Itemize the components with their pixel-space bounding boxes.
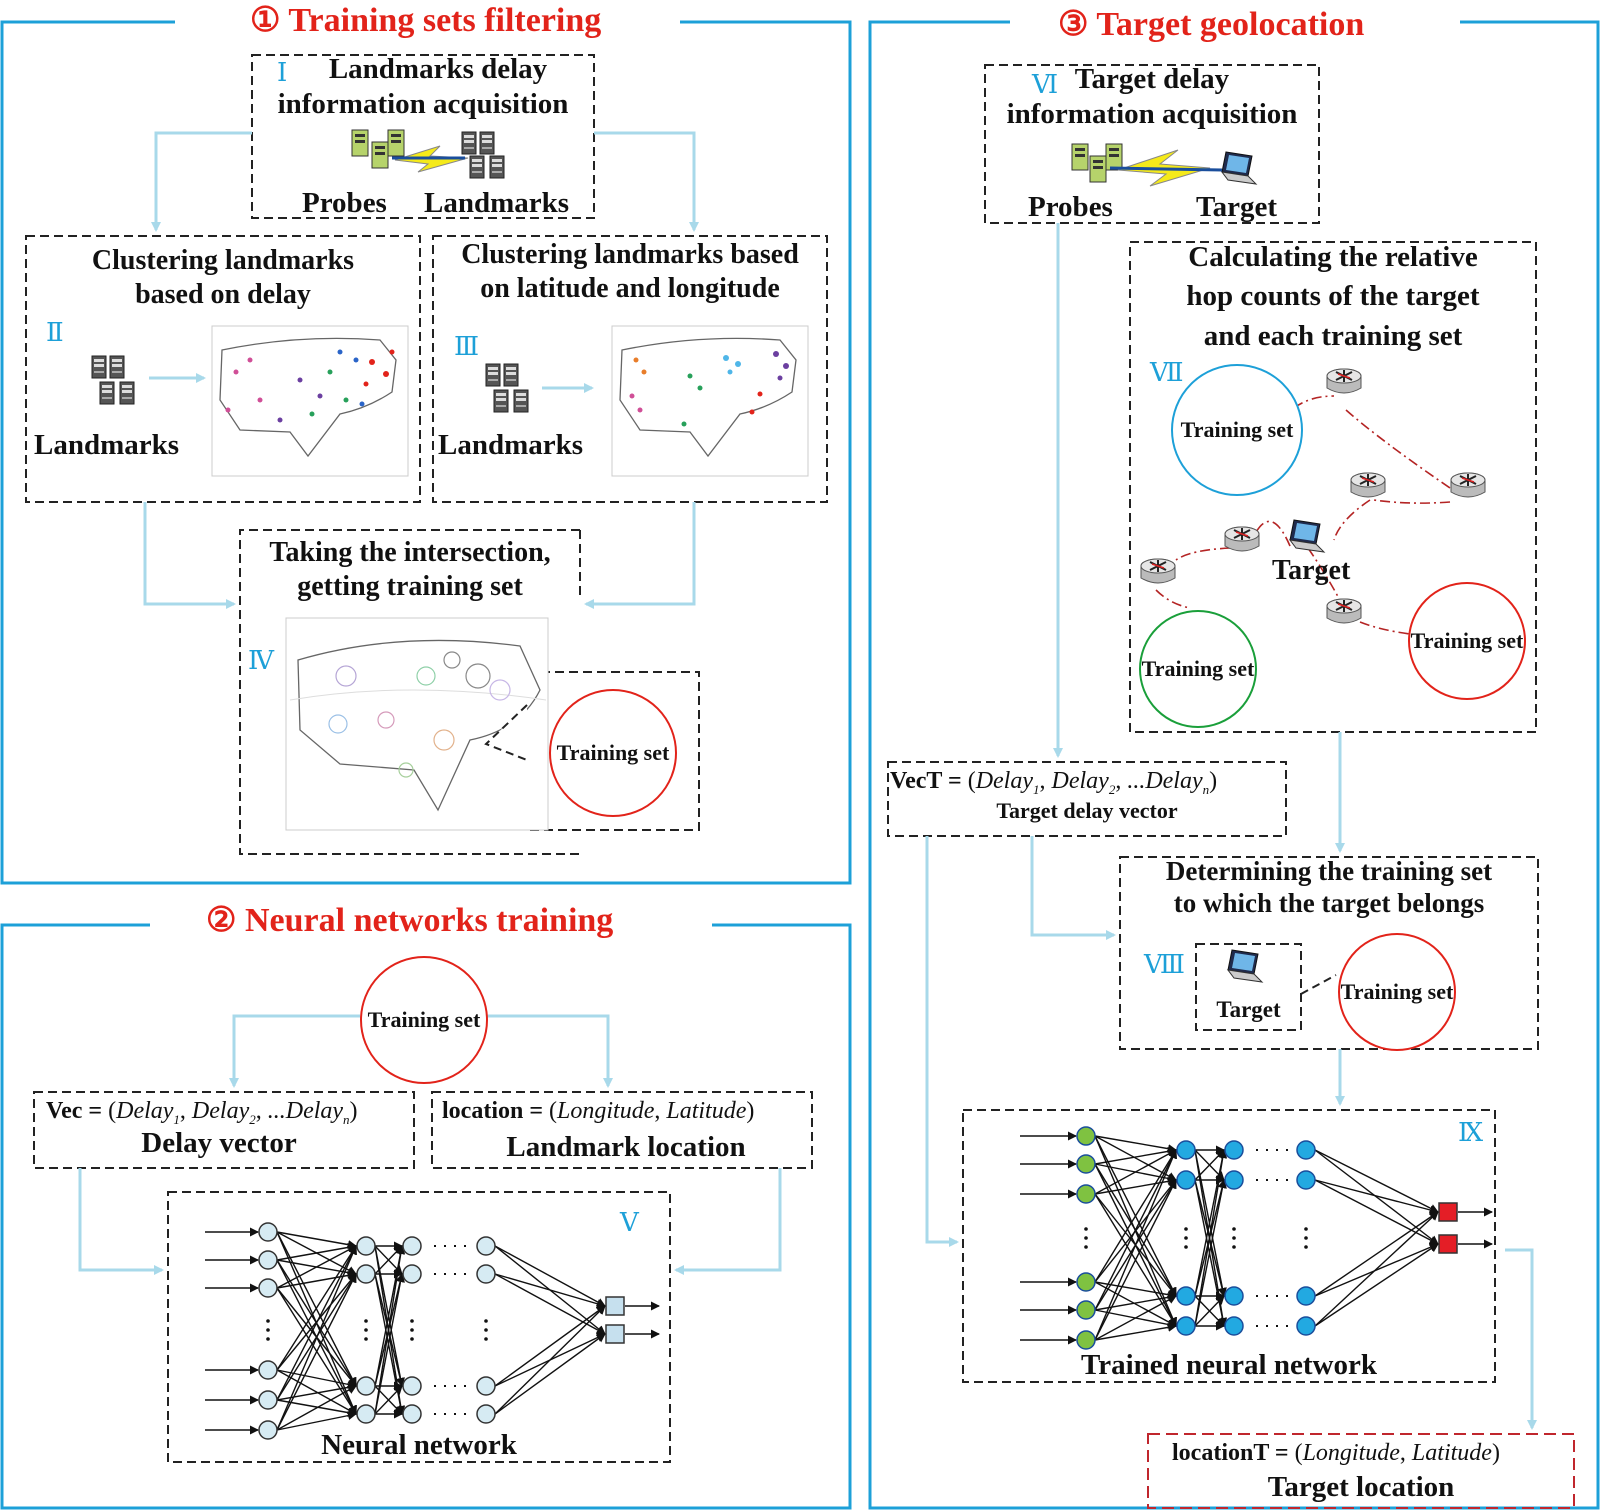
step-ix-caption: Trained neural network	[1081, 1349, 1377, 1381]
step-iv-numeral: Ⅳ	[248, 646, 274, 675]
step-i-numeral: Ⅰ	[277, 58, 288, 87]
training-set-circle-blue: Training set	[1171, 364, 1303, 496]
section-title-geolocation: ③ Target geolocation	[1048, 4, 1375, 44]
location-formula: location = (Longitude, Latitude)	[442, 1098, 755, 1124]
step-ix-numeral: Ⅸ	[1458, 1118, 1484, 1147]
map-geo-clusters	[611, 325, 809, 477]
step-viii-target: Target	[1216, 997, 1281, 1022]
locationt-caption: Target location	[1267, 1471, 1455, 1503]
landmarks-label: Landmarks	[424, 187, 570, 219]
callout-pointer	[484, 704, 528, 761]
step-iii-numeral: Ⅲ	[454, 332, 480, 361]
step-vi-numeral: Ⅵ	[1032, 70, 1059, 99]
step-v-numeral: Ⅴ	[620, 1208, 639, 1237]
location-caption: Landmark location	[506, 1131, 746, 1163]
section-title-training: ② Neural networks training	[196, 900, 624, 940]
neural-network-trained	[1020, 1126, 1493, 1350]
probes-label-vi: Probes	[1028, 191, 1113, 223]
training-set-circle-iv: Training set	[549, 689, 677, 817]
probe-target-icons	[1071, 143, 1257, 187]
section-title-filtering: ① Training sets filtering	[240, 0, 612, 40]
map-delay-clusters	[211, 325, 409, 477]
target-label-vi: Target	[1196, 191, 1278, 223]
training-set-circle-red: Training set	[1408, 582, 1526, 700]
step-vii-numeral: Ⅶ	[1150, 358, 1184, 387]
probe-landmark-icons	[351, 129, 505, 179]
neural-network-training	[205, 1222, 660, 1440]
map-intersection	[285, 617, 549, 831]
step-ii-landmarks: Landmarks	[34, 429, 180, 461]
step-iii-landmarks: Landmarks	[438, 429, 584, 461]
training-set-circle-green: Training set	[1139, 610, 1257, 728]
vec-formula: Vec = (Delay1, Delay2, ...Delayn)	[46, 1098, 358, 1127]
locationt-formula: locationT = (Longitude, Latitude)	[1172, 1440, 1500, 1466]
vect-formula: VecT = (Delay1, Delay2, ...Delayn)	[890, 768, 1218, 797]
flow-arrows	[78, 131, 1537, 1430]
probes-label: Probes	[302, 187, 387, 219]
dashed-boxes	[25, 54, 1539, 1463]
vec-caption: Delay vector	[141, 1127, 297, 1159]
vect-caption: Target delay vector	[996, 798, 1178, 823]
target-belongs-link	[1300, 974, 1337, 995]
step-vii-target: Target	[1272, 555, 1351, 586]
step-v-caption: Neural network	[321, 1429, 517, 1461]
target-laptop-icon	[1289, 519, 1325, 553]
step-viii-numeral: Ⅷ	[1144, 950, 1185, 979]
target-laptop-icon-viii	[1227, 949, 1263, 983]
step-iv-title: Taking the intersection,getting training…	[269, 537, 551, 602]
step-ii-numeral: Ⅱ	[46, 318, 64, 347]
training-set-circle-viii: Training set	[1338, 933, 1456, 1051]
target-location-box	[1147, 1433, 1575, 1509]
training-set-circle-top: Training set	[360, 956, 488, 1084]
